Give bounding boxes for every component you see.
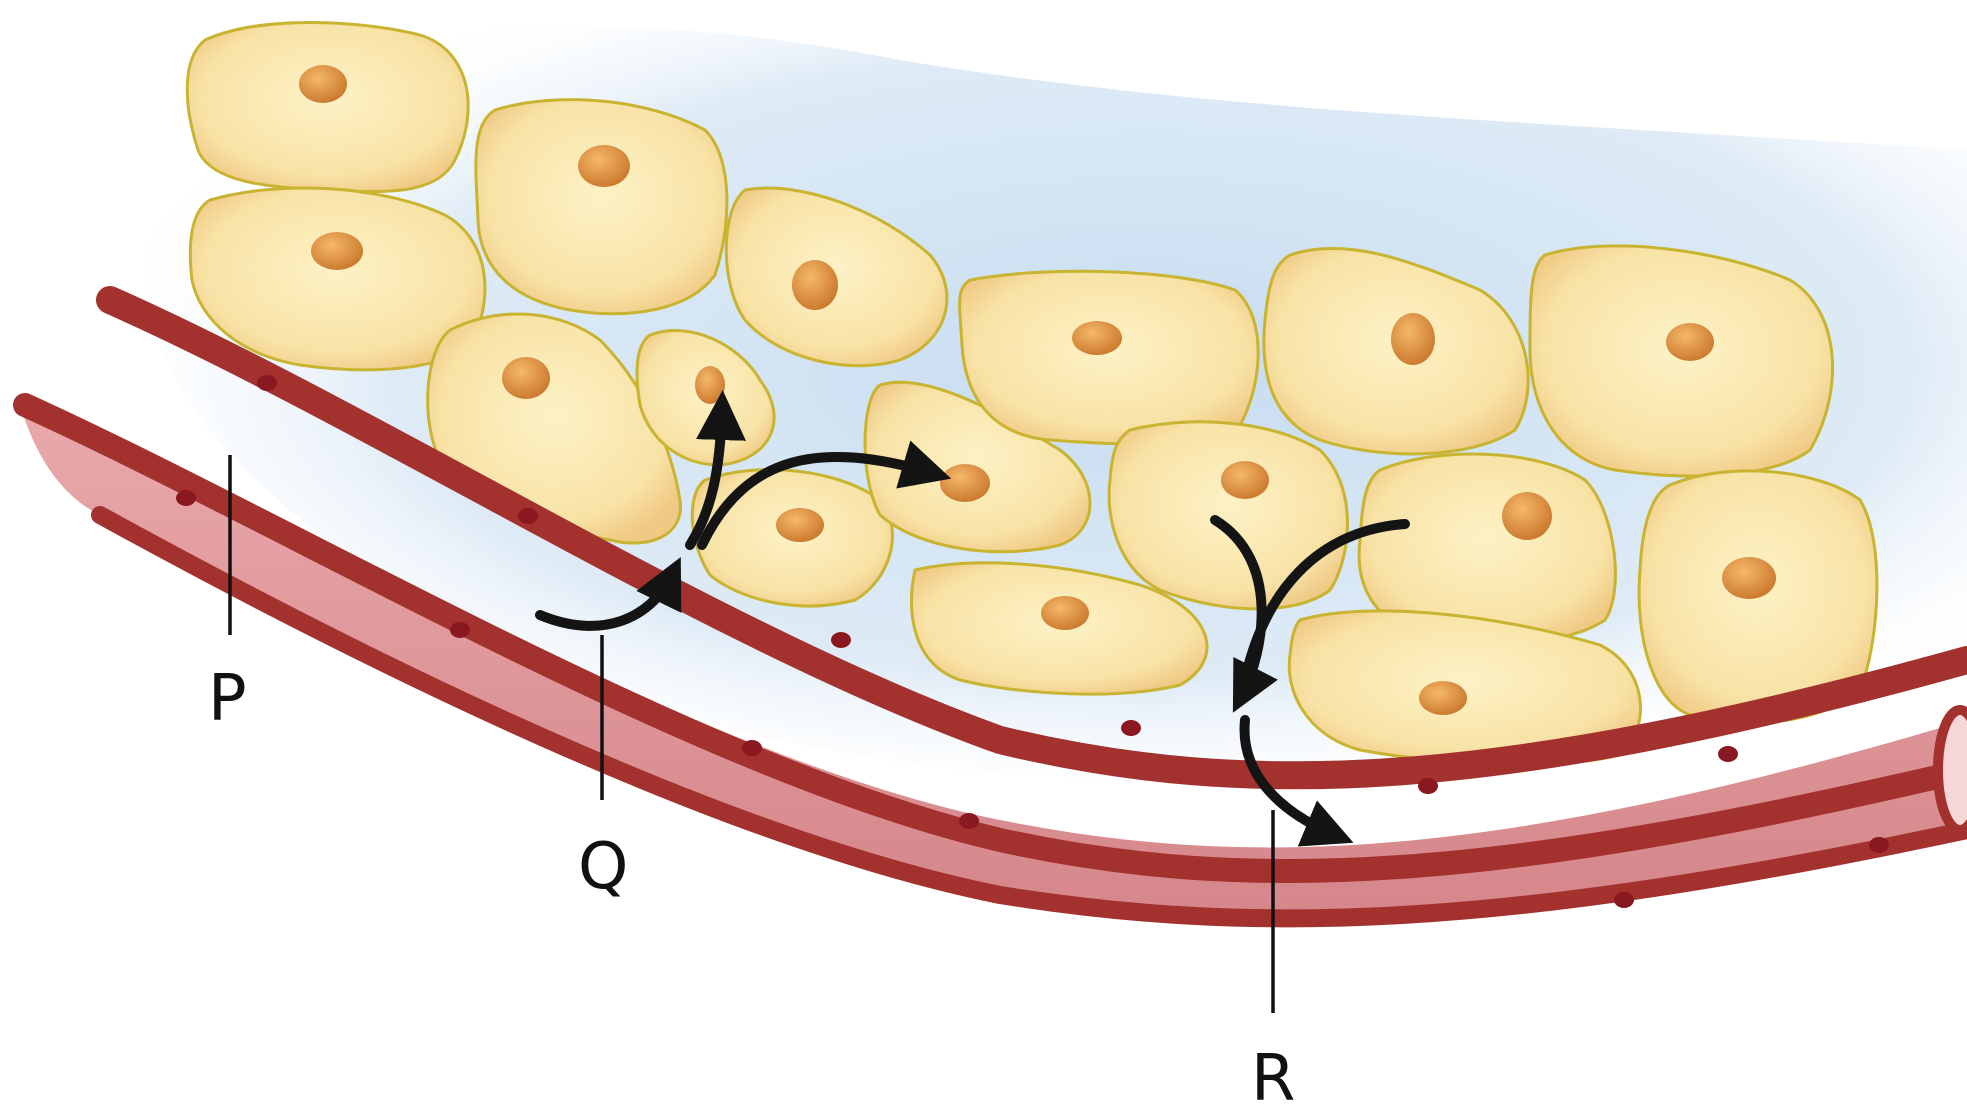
cell-nucleus [1419, 681, 1467, 715]
label-q: Q [578, 830, 628, 904]
cell-nucleus [940, 464, 990, 502]
label-p: P [208, 662, 247, 736]
cell-nucleus [1041, 596, 1089, 630]
endothelial-nucleus [831, 632, 851, 648]
cell-nucleus [1502, 492, 1552, 540]
cell-nucleus [1221, 461, 1269, 499]
tissue-cell [1109, 422, 1347, 609]
cell-nucleus [1666, 323, 1714, 361]
label-r: R [1251, 1042, 1295, 1111]
endothelial-nucleus [959, 813, 979, 829]
cell-nucleus [502, 357, 550, 399]
capillary-opening [1938, 710, 1967, 830]
endothelial-nucleus [1121, 720, 1141, 736]
endothelial-nucleus [1869, 837, 1889, 853]
endothelial-nucleus [742, 740, 762, 756]
endothelial-nucleus [450, 622, 470, 638]
tissue-cell [476, 100, 727, 314]
tissue-cell [960, 271, 1259, 444]
cell-nucleus [299, 65, 347, 103]
cell-nucleus [776, 508, 824, 542]
tissue-cell [1530, 246, 1833, 476]
endothelial-nucleus [1614, 892, 1634, 908]
cell-nucleus [578, 145, 630, 187]
endothelial-nucleus [518, 508, 538, 524]
cell-nucleus [1722, 557, 1776, 599]
tissue-cell [692, 470, 892, 606]
cell-nucleus [792, 260, 838, 310]
cell-nucleus [1072, 321, 1122, 355]
endothelial-nucleus [1418, 778, 1438, 794]
tissue-cell [187, 23, 468, 192]
cell-nucleus [1391, 313, 1435, 365]
endothelial-nucleus [176, 490, 196, 506]
cell-nucleus [311, 232, 363, 270]
cell-nucleus [695, 366, 725, 404]
endothelial-nucleus [257, 375, 277, 391]
endothelial-nucleus [1718, 746, 1738, 762]
